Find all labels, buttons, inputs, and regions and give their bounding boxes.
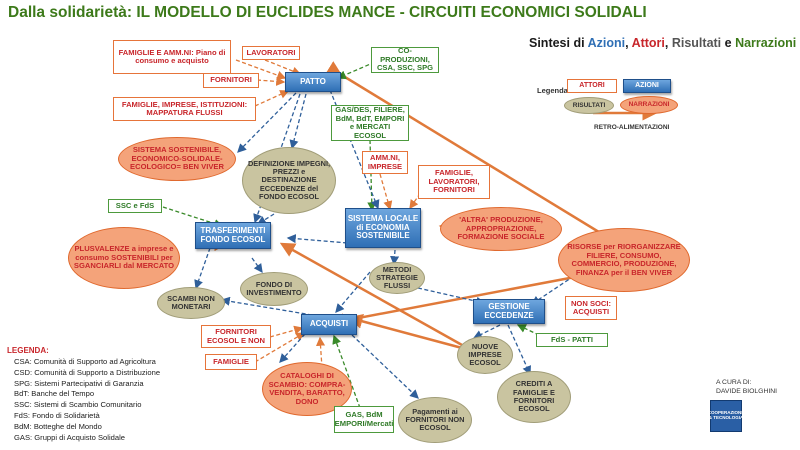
credits: A CURA DI: DAVIDE BIOLGHINI — [716, 378, 777, 396]
node-famiglie-imprese: FAMIGLIE, IMPRESE, ISTITUZIONI: MAPPATUR… — [113, 97, 256, 121]
legend-retro-label: RETRO-ALIMENTAZIONI — [594, 124, 670, 131]
node-pagamenti: Pagamenti ai FORNITORI NON ECOSOL — [398, 397, 472, 443]
node-coproduzioni: CO-PRODUZIONI, CSA, SSC, SPG — [371, 46, 439, 73]
node-trasferimenti: TRASFERIMENTI FONDO ECOSOL — [195, 222, 271, 249]
legend-attori: ATTORI — [567, 79, 617, 93]
credits-label: A CURA DI: — [716, 379, 752, 386]
glossary-item: SSC: Sistemi di Scambio Comunitario — [14, 400, 142, 410]
node-altra-produzione: 'ALTRA' PRODUZIONE, APPROPRIAZIONE, FORM… — [440, 207, 562, 251]
node-plusvalenze: PLUSVALENZE a imprese e consumo SOSTENIB… — [68, 227, 180, 289]
glossary-item: BdM: Botteghe del Mondo — [14, 421, 102, 431]
glossary-title: LEGENDA: — [7, 346, 49, 355]
synthesis-heading: Sintesi di Azioni, Attori, Risultati e N… — [529, 36, 796, 50]
node-scambi: SCAMBI NON MONETARI — [157, 287, 225, 319]
node-fondo: FONDO DI INVESTIMENTO — [240, 272, 308, 306]
synthesis-azioni: Azioni — [587, 36, 626, 50]
synthesis-prefix: Sintesi di — [529, 36, 588, 50]
credits-author: DAVIDE BIOLGHINI — [716, 388, 778, 395]
node-sistema-sostenibile: SISTEMA SOSTENIBILE, ECONOMICO-SOLIDALE-… — [118, 137, 236, 181]
diagram-title: Dalla solidarietà: IL MODELLO DI EUCLIDE… — [8, 4, 647, 21]
node-patto: PATTO — [285, 72, 341, 92]
node-famiglie-lav: FAMIGLIE, LAVORATORI, FORNITORI — [418, 165, 490, 199]
glossary-item: SPG: Sistemi Partecipativi di Garanzia — [14, 378, 144, 388]
node-non-soci: NON SOCI: ACQUISTI — [565, 296, 617, 320]
retro-line — [347, 313, 463, 350]
glossary-item: BdT: Banche del Tempo — [14, 389, 95, 399]
glossary-item: FdS: Fondo di Solidarietà — [14, 410, 100, 420]
legend-key-label: Legenda: — [537, 86, 571, 95]
retro-line — [325, 61, 613, 242]
node-gas-des: GAS/DES, FILIERE, BdM, BdT, EMPORI e MER… — [331, 105, 409, 141]
node-fornitori-ecosol: FORNITORI ECOSOL E NON — [201, 325, 271, 348]
synthesis-narrazioni: Narrazioni — [735, 36, 797, 50]
node-lavoratori: LAVORATORI — [242, 46, 300, 60]
node-amm-imprese: AMM.NI, IMPRESE — [362, 151, 408, 174]
node-crediti: CREDITI A FAMIGLIE E FORNITORI ECOSOL — [497, 371, 571, 423]
legend-narrazioni: NARRAZIONI — [620, 96, 678, 114]
legend-azioni: AZIONI — [623, 79, 671, 93]
synthesis-attori: Attori — [631, 36, 665, 50]
retro-line — [329, 268, 613, 329]
retro-line — [279, 242, 463, 347]
synthesis-sep2: , — [664, 36, 672, 50]
node-ssc-fds: SSC e FdS — [108, 199, 162, 213]
node-risorse: RISORSE per RIORGANIZZARE FILIERE, CONSU… — [558, 228, 690, 292]
node-nuove-imprese: NUOVE IMPRESE ECOSOL — [457, 336, 513, 374]
synthesis-and: e — [721, 36, 736, 50]
node-famiglie-amm: FAMIGLIE E AMM.NI: Piano di consumo e ac… — [113, 40, 231, 74]
node-sistema-locale: SISTEMA LOCALE di ECONOMIA SOSTENIBILE — [345, 208, 421, 248]
legend-risultati: RISULTATI — [564, 97, 614, 114]
node-gestione: GESTIONE ECCEDENZE — [473, 299, 545, 324]
synthesis-risultati: Risultati — [671, 36, 722, 50]
glossary-item: GAS: Gruppi di Acquisto Solidale — [14, 432, 126, 442]
glossary-item: CSD: Comunità di Supporto a Distribuzion… — [14, 367, 161, 377]
glossary-item: CSA: Comunità di Supporto ad Agricoltura — [14, 357, 156, 366]
node-famiglie: FAMIGLIE — [205, 354, 257, 370]
node-fornitori: FORNITORI — [203, 73, 259, 88]
node-gas-bdm: GAS, BdM EMPORI/Mercati — [334, 406, 394, 433]
node-acquisti: ACQUISTI — [301, 314, 357, 335]
node-fds-patti: FdS - PATTI — [536, 333, 608, 347]
node-metodi: METODI STRATEGIE FLUSSI — [369, 262, 425, 294]
node-definizione: DEFINIZIONE IMPEGNI, PREZZI e DESTINAZIO… — [242, 147, 336, 214]
glossary-list: CSA: Comunità di Supporto ad Agricoltura… — [14, 357, 160, 443]
cooperazione-logo: COOPERAZIONE & TECNOLOGIA — [708, 400, 744, 432]
synthesis-sep1: , — [625, 36, 632, 50]
